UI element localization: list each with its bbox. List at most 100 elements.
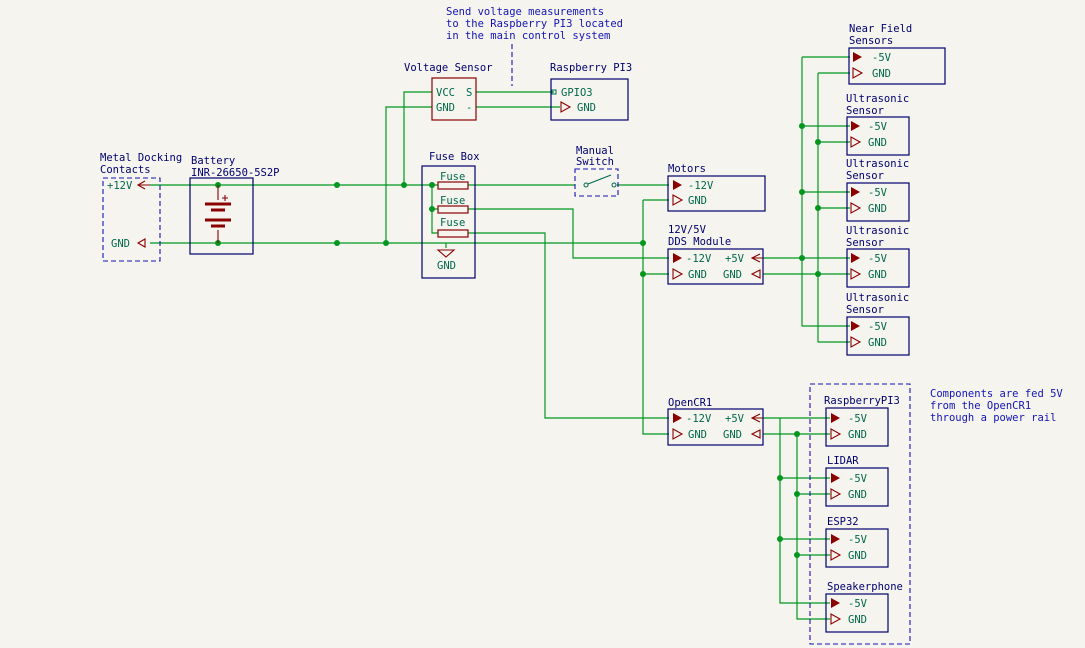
battery-frame: [189, 177, 254, 255]
dds-gnd-out-label: GND: [723, 269, 742, 281]
ground-icon: [436, 249, 456, 258]
rail-5v-label: -5V: [848, 473, 868, 485]
voltage-sensor-title: Voltage Sensor: [404, 62, 493, 74]
battery-icon: [205, 185, 231, 243]
junction-dot: [815, 271, 821, 277]
ultrasonic-gnd-label: GND: [868, 203, 887, 215]
rail-title: LIDAR: [827, 455, 859, 467]
vs-vcc-label: VCC: [436, 87, 455, 99]
ultrasonic-sensor-2: Ultrasonic Sensor -5V GND: [846, 158, 910, 222]
ultrasonic-title: Ultrasonic: [846, 292, 909, 304]
switch-title: Manual: [576, 145, 614, 157]
gnd-input-icon: [830, 488, 841, 500]
docking-gnd-label: GND: [111, 238, 130, 250]
power-input-icon: [851, 121, 860, 131]
gnd-input-icon: [830, 549, 841, 561]
gnd-input-icon: [852, 67, 863, 79]
power-input-icon: [831, 413, 840, 423]
junctions: [215, 123, 821, 558]
wire-rail-5v: [779, 418, 830, 604]
fuse-box-title: Fuse Box: [429, 151, 480, 163]
docking-pos-label: +12V: [107, 180, 133, 192]
fuse-box-gnd-label: GND: [437, 260, 456, 272]
ultrasonic-5v-label: -5V: [868, 253, 888, 265]
gnd-input-icon: [850, 336, 861, 348]
power-input-icon: [851, 321, 860, 331]
wire-vs-vcc: [403, 91, 432, 185]
ultrasonic-5v-label: -5V: [868, 321, 888, 333]
fuse-label: Fuse: [440, 217, 465, 229]
gnd-input-icon: [830, 428, 841, 440]
junction-dot: [794, 552, 800, 558]
ultrasonic-title: Ultrasonic: [846, 225, 909, 237]
note-voltage-measurements: Send voltage measurements to the Raspber…: [446, 6, 623, 42]
power-rail-frame: [809, 383, 911, 645]
rail-gnd-label: GND: [848, 489, 867, 501]
rail-5v-label: -5V: [848, 413, 868, 425]
flag-icon: [136, 238, 146, 248]
power-input-icon: [851, 187, 860, 197]
switch-title: Switch: [576, 156, 614, 168]
switch-icon: [583, 174, 617, 188]
motors-12v-label: -12V: [688, 180, 714, 192]
dds-gnd-in-label: GND: [688, 269, 707, 281]
rpi-top-frame: [550, 78, 629, 121]
rpi-gpio-label: GPIO3: [561, 87, 593, 99]
dds-out-label: +5V: [725, 253, 745, 265]
fuse-box: Fuse Box Fuse Fuse Fuse GND: [421, 151, 480, 279]
rail-frame: [825, 467, 889, 507]
note-line: Components are fed 5V: [930, 388, 1063, 400]
fuse-box-frame: [421, 165, 476, 279]
rail-5v-label: -5V: [848, 534, 868, 546]
note-power-rail: Components are fed 5V from the OpenCR1 t…: [930, 388, 1063, 424]
ultrasonic-frame: [846, 116, 910, 156]
ultrasonic-title: Sensor: [846, 170, 884, 182]
fuse-label: Fuse: [440, 171, 465, 183]
rail-5v-label: -5V: [848, 598, 868, 610]
vs-s-label: S: [466, 87, 472, 99]
motors-gnd-label: GND: [688, 195, 707, 207]
ultrasonic-gnd-label: GND: [868, 337, 887, 349]
junction-dot: [334, 182, 340, 188]
junction-dot: [777, 536, 783, 542]
ultrasonic-title: Sensor: [846, 237, 884, 249]
gnd-input-icon: [672, 268, 683, 280]
switch-frame: [574, 168, 619, 197]
junction-dot: [640, 240, 646, 246]
ultrasonic-5v-label: -5V: [868, 187, 888, 199]
gnd-input-icon: [850, 202, 861, 214]
junction-dot: [429, 182, 435, 188]
rail-title: ESP32: [827, 516, 859, 528]
ultrasonic-title: Sensor: [846, 105, 884, 117]
power-input-icon: [831, 534, 840, 544]
wire-rail-gnd: [796, 434, 830, 620]
junction-dot: [429, 206, 435, 212]
gnd-input-icon: [830, 613, 841, 625]
rail-frame: [825, 407, 889, 447]
rail-title: RaspberryPI3: [824, 395, 900, 407]
gnd-output-icon: [750, 429, 761, 439]
power-input-icon: [831, 473, 840, 483]
voltage-sensor-frame: [431, 77, 477, 121]
docking-contacts: Metal Docking Contacts +12V GND: [100, 152, 182, 262]
fuse-icon: [437, 229, 469, 238]
power-output-icon: [750, 253, 763, 263]
fuse-icon: [437, 181, 469, 190]
gnd-input-icon: [850, 268, 861, 280]
dds-title: 12V/5V: [668, 224, 707, 236]
docking-title: Metal Docking: [100, 152, 182, 164]
note-line: from the OpenCR1: [930, 400, 1031, 412]
battery-part: INR-26650-5S2P: [191, 167, 280, 179]
rail-frame: [825, 528, 889, 568]
raspberry-pi-top: Raspberry PI3 GPIO3 GND: [550, 62, 632, 121]
junction-dot: [794, 491, 800, 497]
wire-fuse2-dds: [468, 208, 669, 259]
ultrasonic-title: Sensor: [846, 304, 884, 316]
near-field-title: Sensors: [849, 35, 893, 47]
rail-gnd-label: GND: [848, 550, 867, 562]
wires: [150, 44, 850, 620]
junction-dot: [799, 189, 805, 195]
dds-frame: [667, 248, 764, 285]
ultrasonic-frame: [846, 182, 910, 222]
ultrasonic-title: Ultrasonic: [846, 158, 909, 170]
